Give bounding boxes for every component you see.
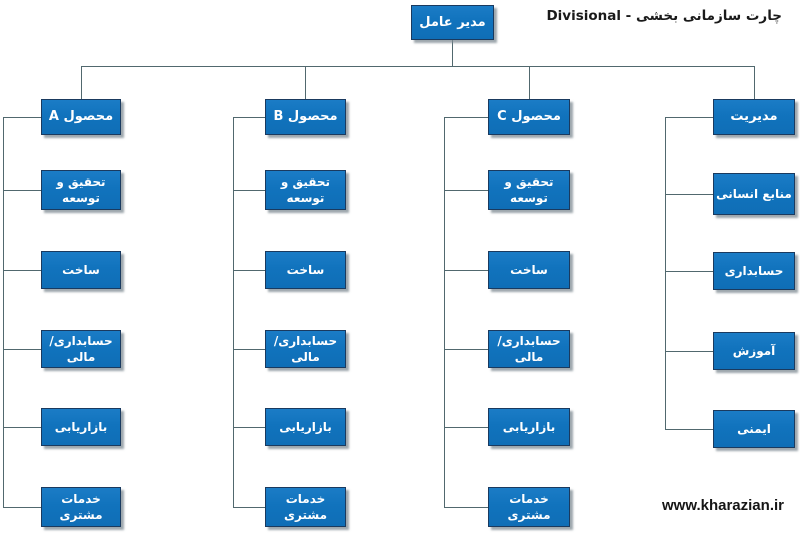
department-box: ساخت [41, 251, 121, 289]
chart-title: چارت سازمانی بخشی - Divisional [546, 8, 782, 24]
connector-col2-spine [233, 117, 234, 507]
department-box: حسابداری [713, 252, 795, 290]
connector-stub [233, 507, 265, 508]
column-header-product-b: محصول B [265, 99, 346, 135]
connector-stub [665, 194, 713, 195]
connector-stub [444, 270, 488, 271]
connector-root-drop [452, 40, 453, 66]
department-box: ساخت [265, 251, 346, 289]
connector-stub [3, 507, 41, 508]
department-box: خدمات مشتری [488, 487, 570, 527]
connector-col1-drop [81, 66, 82, 99]
connector-stub [233, 349, 265, 350]
connector-stub [665, 429, 713, 430]
connector-stub [233, 190, 265, 191]
connector-stub [233, 117, 265, 118]
ceo-box: مدیر عامل [411, 5, 494, 40]
department-box: آموزش [713, 332, 795, 370]
department-box: منابع انسانی [713, 173, 795, 215]
department-box: بازاریابی [265, 408, 346, 446]
department-box: حسابداری/ مالی [265, 330, 346, 368]
connector-stub [3, 349, 41, 350]
department-box: تحقیق و توسعه [41, 170, 121, 210]
column-header-product-a: محصول A [41, 99, 121, 135]
connector-stub [444, 349, 488, 350]
website-credit: www.kharazian.ir [662, 497, 784, 514]
department-box: ساخت [488, 251, 570, 289]
connector-stub [665, 117, 713, 118]
connector-col4-spine [665, 117, 666, 429]
connector-stub [3, 270, 41, 271]
connector-stub [444, 190, 488, 191]
department-box: ایمنی [713, 410, 795, 448]
connector-main-horizontal [81, 66, 755, 67]
connector-stub [665, 271, 713, 272]
connector-stub [3, 190, 41, 191]
connector-col4-drop [754, 66, 755, 99]
connector-stub [233, 270, 265, 271]
department-box: خدمات مشتری [265, 487, 346, 527]
connector-stub [444, 117, 488, 118]
connector-stub [444, 427, 488, 428]
column-header-product-c: محصول C [488, 99, 570, 135]
connector-col2-drop [305, 66, 306, 99]
department-box: تحقیق و توسعه [265, 170, 346, 210]
connector-stub [3, 117, 41, 118]
connector-col1-spine [3, 117, 4, 507]
department-box: بازاریابی [488, 408, 570, 446]
department-box: تحقیق و توسعه [488, 170, 570, 210]
department-box: حسابداری/ مالی [488, 330, 570, 368]
column-header-management: مدیریت [713, 99, 795, 135]
connector-stub [665, 351, 713, 352]
connector-col3-spine [444, 117, 445, 507]
connector-col3-drop [529, 66, 530, 99]
connector-stub [444, 507, 488, 508]
department-box: حسابداری/ مالی [41, 330, 121, 368]
connector-stub [3, 427, 41, 428]
department-box: خدمات مشتری [41, 487, 121, 527]
department-box: بازاریابی [41, 408, 121, 446]
connector-stub [233, 427, 265, 428]
